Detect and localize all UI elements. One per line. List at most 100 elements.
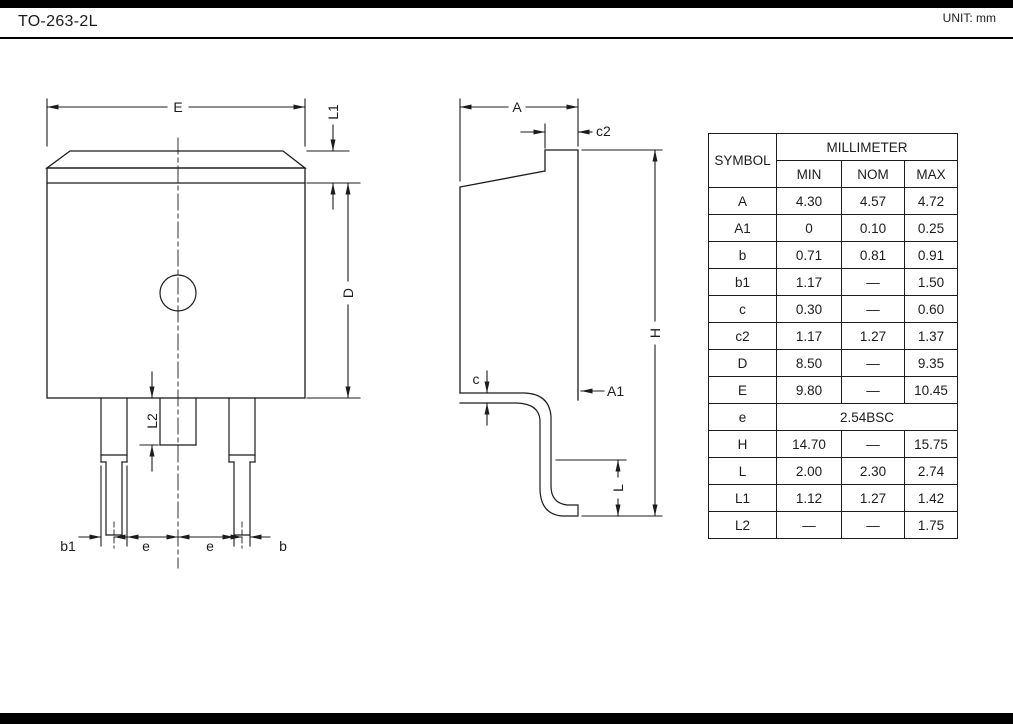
lead-center-stub [159,397,197,446]
bottom-border-bar [0,713,1013,724]
header-divider [0,37,1013,39]
unit-label: UNIT: mm [942,11,996,25]
min-cell: 1.17 [776,268,842,296]
nom-cell: 0.10 [841,214,905,242]
dim-L2-label: L2 [144,413,160,429]
lead-profile [459,392,579,517]
dim-H-label: H [647,328,663,338]
dimension-c: c [473,370,490,426]
max-cell: 0.60 [904,295,958,323]
nom-cell: 1.27 [841,484,905,512]
dimension-D: D [306,182,361,399]
package-drawing: E L1 D L2 [45,98,663,569]
dim-A1-label: A1 [607,383,624,399]
table-row: L2——1.75 [708,511,958,539]
min-cell: 0 [776,214,842,242]
min-cell: 9.80 [776,376,842,404]
symbol-cell: b [708,241,777,269]
min-cell: 1.17 [776,322,842,350]
lead-right [228,397,256,536]
page-title: TO-263-2L [18,13,98,30]
symbol-header-cell: SYMBOL [708,133,777,188]
max-cell: 1.42 [904,484,958,512]
bottom-dimensions: b1 e e b [60,465,287,554]
front-view: E L1 D L2 [45,98,361,569]
min-cell: — [776,511,842,539]
min-cell: 0.30 [776,295,842,323]
max-cell: 1.75 [904,511,958,539]
max-cell: 2.74 [904,457,958,485]
nom-cell: — [841,295,905,323]
min-cell: 4.30 [776,187,842,215]
max-cell: 1.50 [904,268,958,296]
nom-cell: — [841,376,905,404]
dimension-L1: L1 [306,104,350,210]
top-border-bar [0,0,1013,8]
symbol-cell: A1 [708,214,777,242]
max-cell: 1.37 [904,322,958,350]
max-cell: 10.45 [904,376,958,404]
max-cell: 15.75 [904,430,958,458]
min-cell: 0.71 [776,241,842,269]
symbol-cell: D [708,349,777,377]
dim-D-label: D [340,288,356,298]
min-cell: 14.70 [776,430,842,458]
nom-cell: 2.30 [841,457,905,485]
dim-e-right-label: e [206,538,214,554]
symbol-cell: L2 [708,511,777,539]
dim-e-left-label: e [142,538,150,554]
min-cell: 1.12 [776,484,842,512]
nom-cell: — [841,349,905,377]
symbol-cell: H [708,430,777,458]
nom-cell: — [841,430,905,458]
symbol-cell: c2 [708,322,777,350]
dimension-H: H [581,149,663,517]
symbol-cell: c [708,295,777,323]
nom-cell: — [841,268,905,296]
min-header-cell: MIN [776,160,842,188]
dim-b-label: b [279,538,287,554]
table-subheader-row: MIN NOM MAX [709,160,958,188]
nom-cell: 0.81 [841,241,905,269]
span-cell: 2.54BSC [776,403,958,431]
dim-E-label: E [173,99,182,115]
millimeter-header-cell: MILLIMETER [776,133,958,161]
package-body-outline [45,150,307,399]
dimension-A: A [459,98,579,182]
dimension-L2: L2 [139,371,160,472]
dimension-L: L [555,459,627,517]
max-header-cell: MAX [904,160,958,188]
nom-cell: 4.57 [841,187,905,215]
dimension-c2: c2 [520,123,611,149]
dimension-E: E [46,98,306,147]
symbol-cell: L [708,457,777,485]
nom-header-cell: NOM [841,160,905,188]
dim-c-label: c [473,371,480,387]
dim-c2-label: c2 [596,123,611,139]
lead-left [100,397,128,536]
nom-cell: — [841,511,905,539]
side-view: A c2 H c A1 [459,98,663,517]
max-cell: 9.35 [904,349,958,377]
max-cell: 0.25 [904,214,958,242]
symbol-cell: A [708,187,777,215]
dim-L1-label: L1 [325,104,341,120]
dim-L-label: L [610,484,626,492]
min-cell: 8.50 [776,349,842,377]
dim-A-label: A [512,99,522,115]
symbol-cell: b1 [708,268,777,296]
table-header-row: SYMBOL MILLIMETER [708,133,958,188]
dim-b1-label: b1 [60,538,76,554]
